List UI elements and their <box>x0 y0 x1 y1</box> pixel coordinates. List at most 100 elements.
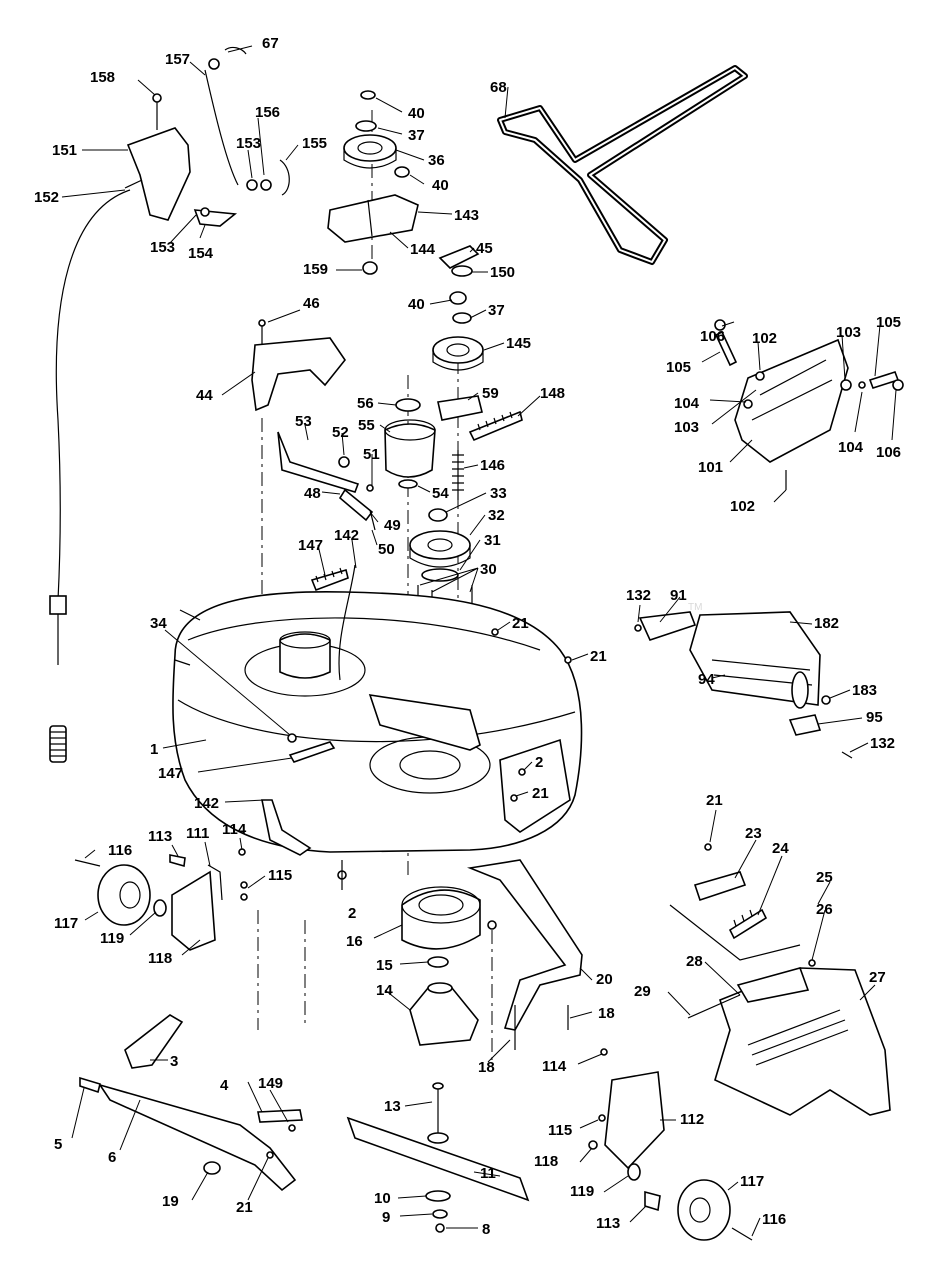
callout-16: 16 <box>346 933 363 950</box>
callout-53: 53 <box>295 413 312 430</box>
pulley-36-rim <box>343 148 397 169</box>
pin-51 <box>366 484 374 492</box>
nut-114-b <box>600 1048 608 1056</box>
link-assembly-53 <box>277 431 376 531</box>
washer-153-b <box>200 207 210 217</box>
callout-105-b: 105 <box>666 359 691 376</box>
callout-33: 33 <box>490 485 507 502</box>
lever-bracket-151 <box>126 127 191 221</box>
callout-105-a: 105 <box>876 314 901 331</box>
callout-112: 112 <box>680 1111 704 1128</box>
wheel-117-a-hub <box>119 881 141 909</box>
callout-144: 144 <box>410 241 436 258</box>
washer-37-b <box>452 312 472 324</box>
spring-155 <box>279 159 290 196</box>
callout-132-a: 132 <box>626 587 651 604</box>
bolt-115-a2 <box>240 893 248 901</box>
callout-155: 155 <box>302 135 327 152</box>
callout-117-a: 117 <box>54 915 78 932</box>
idler-bracket-143 <box>327 194 419 243</box>
callout-34: 34 <box>150 615 167 632</box>
spring-25-coils <box>733 909 753 927</box>
callout-119-b: 119 <box>570 1183 594 1200</box>
nut-113-b <box>644 1190 661 1212</box>
callout-45: 45 <box>476 240 493 257</box>
callout-28: 28 <box>686 953 703 970</box>
bolt-115-b <box>598 1114 606 1122</box>
callout-21-e: 21 <box>236 1199 253 1216</box>
screw-106-b <box>892 379 904 391</box>
pulley-32 <box>409 530 471 560</box>
callout-23: 23 <box>745 825 762 842</box>
bolt-115-a <box>240 881 248 889</box>
chute-guide-lines <box>669 904 801 961</box>
callout-5: 5 <box>54 1136 62 1153</box>
baffle-16 <box>401 886 481 950</box>
callout-118-a: 118 <box>148 950 172 967</box>
wheel-117-a <box>97 864 151 926</box>
bolt-158 <box>152 93 162 103</box>
nut-21-a <box>491 628 499 636</box>
rod-142-upper <box>338 564 356 681</box>
spacer-119-b <box>627 1163 641 1181</box>
callout-2-a: 2 <box>535 754 543 771</box>
spindle-14-top <box>427 982 453 994</box>
callout-116-a: 116 <box>108 842 132 859</box>
deck-side-plate <box>499 738 571 833</box>
spindle-stack <box>384 398 473 630</box>
deck-spindle-hole <box>399 750 461 780</box>
wheel-117-b <box>677 1179 731 1241</box>
bracket-3 <box>124 1014 184 1069</box>
pin-149 <box>288 1124 296 1132</box>
watermark-tm: TM <box>688 602 702 613</box>
lift-arm-20 <box>467 859 583 1031</box>
bracket-112 <box>604 1071 665 1170</box>
callout-94: 94 <box>698 671 715 688</box>
callout-13: 13 <box>384 1098 401 1115</box>
spacer-119-a <box>153 899 167 917</box>
callout-26: 26 <box>816 901 833 918</box>
callout-55: 55 <box>358 417 375 434</box>
callout-50: 50 <box>378 541 395 558</box>
spring-147-bottom <box>288 741 336 763</box>
chute-27-ribs <box>747 1009 849 1066</box>
nut-21-f <box>266 1151 274 1159</box>
spring-104-b <box>858 381 866 389</box>
gauge-wheel-left <box>74 848 248 951</box>
bracket-48 <box>338 488 374 522</box>
callout-101: 101 <box>698 459 723 476</box>
callout-29: 29 <box>634 983 651 1000</box>
callout-116-b: 116 <box>762 1211 786 1228</box>
washer-56 <box>395 398 421 412</box>
bolt-132-b <box>841 751 853 759</box>
belt-guard-bracket-44 <box>251 319 346 412</box>
callout-36: 36 <box>428 152 445 169</box>
callout-3: 3 <box>170 1053 178 1070</box>
callout-59: 59 <box>482 385 499 402</box>
callout-10: 10 <box>374 1190 391 1207</box>
washer-102-a <box>755 371 765 381</box>
spring-104-a <box>743 399 753 409</box>
bracket-118-b <box>588 1140 598 1150</box>
callout-37-b: 37 <box>488 302 505 319</box>
spacer-31 <box>421 568 459 582</box>
washer-103-b <box>840 379 852 391</box>
discharge-deflector-101 <box>714 319 904 490</box>
guard-bracket-44 <box>251 337 346 412</box>
spindle-housing-55 <box>384 423 436 478</box>
roller-assembly-182 <box>634 611 853 759</box>
callout-183: 183 <box>852 682 877 699</box>
lift-lever-157 <box>204 69 239 186</box>
callout-40-c: 40 <box>408 296 425 313</box>
nut-113-a <box>169 854 186 868</box>
callout-153-a: 153 <box>150 239 175 256</box>
pulley-145-hub <box>446 343 470 357</box>
nut-40-b <box>394 166 410 178</box>
bolt-116-b <box>731 1227 753 1241</box>
callout-91: 91 <box>670 587 687 604</box>
bolt-46 <box>258 319 266 327</box>
callout-150: 150 <box>490 264 515 281</box>
washer-153 <box>246 179 258 191</box>
washer-37-top <box>355 120 377 132</box>
baffle-16-ring <box>401 889 481 950</box>
